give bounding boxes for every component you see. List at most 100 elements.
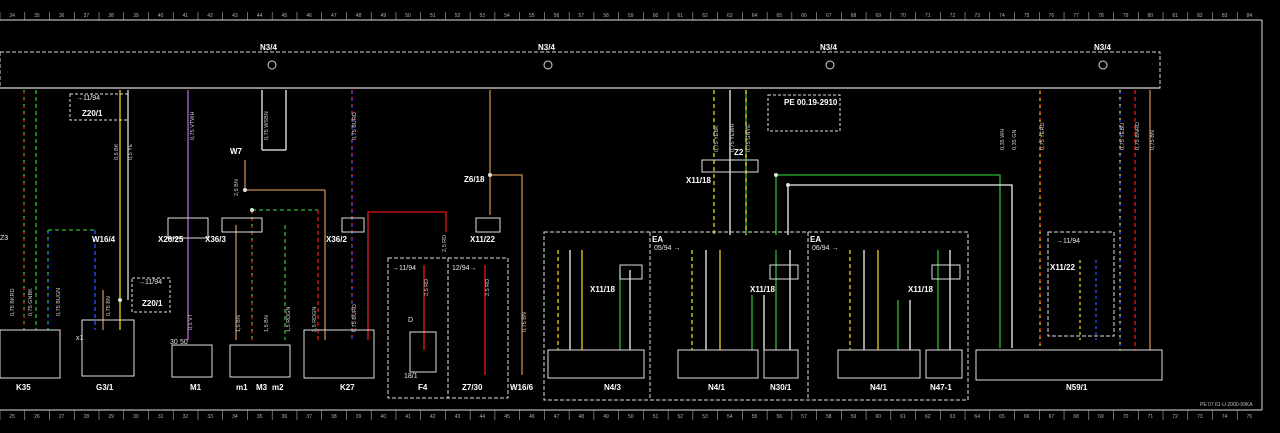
ruler-label: 50	[405, 13, 411, 19]
label-X11-18c: X11/18	[750, 285, 775, 294]
component-labels: K35 G3/1 M1 m1 M3 m2 K27 F4 Z7/30 W16/6 …	[0, 95, 1253, 408]
ruler-label: 36	[59, 13, 65, 19]
label-W7: W7	[230, 147, 243, 156]
ruler-label: 51	[430, 13, 436, 19]
ruler-label: 65	[776, 13, 782, 19]
label-Z2: Z2	[734, 148, 744, 157]
date-note: →11/94	[1056, 238, 1080, 245]
ruler-label: 74	[1222, 414, 1228, 420]
date-note: →11/94	[392, 265, 416, 272]
label-m1: m1	[236, 383, 248, 392]
ruler-label: 75	[1024, 13, 1030, 19]
label-Z3: Z3	[0, 235, 8, 242]
wire-label: 0,75 BURD	[352, 112, 358, 140]
label-W16-4: W16/4	[92, 235, 116, 244]
ruler-label: 25	[9, 414, 15, 420]
wire-label: 0,75 BKRD	[10, 288, 16, 316]
ruler-label: 60	[653, 13, 659, 19]
ruler-label: 59	[851, 414, 857, 420]
component-boxes	[0, 93, 1163, 401]
ruler-label: 52	[455, 13, 461, 19]
date-note: 12/94→	[452, 265, 477, 272]
wire-label: 2,5 RDGN	[312, 307, 318, 332]
bus-symbol	[267, 60, 1108, 70]
ruler-label: 48	[579, 414, 585, 420]
ruler-label: 77	[1073, 13, 1079, 19]
ruler-label: 44	[257, 13, 263, 19]
label-N47-1: N47-1	[930, 383, 952, 392]
ruler-label: 49	[603, 414, 609, 420]
ruler-label: 69	[875, 13, 881, 19]
ruler-label: 39	[133, 13, 139, 19]
label-N4-1a: N4/1	[708, 383, 725, 392]
label-30: 30	[170, 339, 178, 346]
ruler-label: 46	[306, 13, 312, 19]
ruler-label: 47	[331, 13, 337, 19]
ruler-label: 35	[34, 13, 40, 19]
ruler-label: 54	[727, 414, 733, 420]
ruler-label: 68	[851, 13, 857, 19]
ruler-label: 67	[1049, 414, 1055, 420]
ruler-label: 73	[1197, 414, 1203, 420]
wire-label: 0,5 YE	[128, 143, 134, 160]
wire-label: 0,75 YERD	[1040, 123, 1046, 150]
ruler-label: 39	[356, 414, 362, 420]
bus-label: N3/4	[1094, 43, 1111, 52]
label-M1: M1	[190, 383, 202, 392]
label-X26-25: X26/25	[158, 235, 184, 244]
wire-label: 0,75 BURD	[352, 304, 358, 332]
label-W16-6: W16/6	[510, 383, 534, 392]
wire-label: 2,5 BN	[234, 179, 240, 196]
label-Z20-1b: Z20/1	[142, 299, 163, 308]
ruler-label: 38	[108, 13, 114, 19]
ruler-label: 48	[356, 13, 362, 19]
ruler-label: 57	[801, 414, 807, 420]
ruler-label: 58	[603, 13, 609, 19]
wire-label: 1,5 BN	[236, 315, 242, 332]
ruler-label: 32	[183, 414, 189, 420]
ruler-label: 29	[108, 414, 114, 420]
label-F4: F4	[418, 383, 428, 392]
ruler-label: 62	[702, 13, 708, 19]
wire-label: 1,5 BN	[264, 315, 270, 332]
pe-reference: PE 00.19-2910	[784, 98, 838, 107]
label-M3: M3	[256, 383, 268, 392]
ruler-label: 42	[430, 414, 436, 420]
wire-label: 0,75 BN	[106, 296, 112, 316]
ruler-label: 45	[504, 414, 510, 420]
label-X11-18d: X11/18	[908, 285, 933, 294]
wire-label: 0,35 GN	[1012, 129, 1018, 150]
ruler-label: 69	[1098, 414, 1104, 420]
ruler-label: 31	[158, 414, 164, 420]
ruler-label: 44	[480, 414, 486, 420]
ruler-label: 41	[183, 13, 189, 19]
wire-label: 2,5 RD	[424, 279, 430, 296]
ruler-label: 55	[752, 414, 758, 420]
ruler-label: 71	[1148, 414, 1154, 420]
wire-label: 0,5 VT	[188, 313, 194, 330]
ruler-label: 54	[504, 13, 510, 19]
ruler-label: 52	[677, 414, 683, 420]
ruler-label: 37	[306, 414, 312, 420]
ruler-label: 30	[133, 414, 139, 420]
ruler-label: 67	[826, 13, 832, 19]
ruler-label: 84	[1247, 13, 1253, 19]
label-18-1: 18/1	[404, 373, 418, 380]
ruler-label: 53	[702, 414, 708, 420]
ruler-label: 45	[282, 13, 288, 19]
ruler-label: 36	[282, 414, 288, 420]
ruler-label: 68	[1073, 414, 1079, 420]
ruler-label: 40	[381, 414, 387, 420]
wire-label: 0,75 YEBK	[714, 125, 720, 152]
ruler-label: 63	[950, 414, 956, 420]
ruler-label: 80	[1148, 13, 1154, 19]
ruler-label: 65	[999, 414, 1005, 420]
ruler-label: 40	[158, 13, 164, 19]
label-K35: K35	[16, 383, 31, 392]
ruler-label: 58	[826, 414, 832, 420]
ruler-label: 70	[900, 13, 906, 19]
junction-dots	[118, 173, 790, 302]
ruler-label: 42	[207, 13, 213, 19]
ruler-label: 71	[925, 13, 931, 19]
